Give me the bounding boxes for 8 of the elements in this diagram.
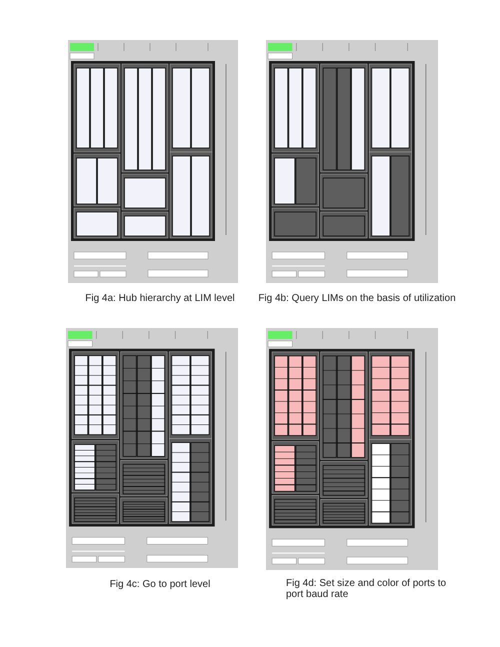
screenshot-drawing	[266, 328, 438, 570]
screenshot-drawing	[266, 40, 438, 283]
figure-caption: Fig 4a: Hub hierarchy at LIM level	[84, 293, 236, 304]
screenshot-drawing	[68, 40, 238, 283]
screenshot-drawing	[66, 328, 238, 568]
figure-caption: Fig 4c: Go to port level	[108, 579, 212, 590]
figure-caption: Fig 4b: Query LIMs on the basis of utilization	[257, 293, 457, 304]
figure-caption: Fig 4d: Set size and color of ports to port baud rate	[286, 578, 448, 600]
